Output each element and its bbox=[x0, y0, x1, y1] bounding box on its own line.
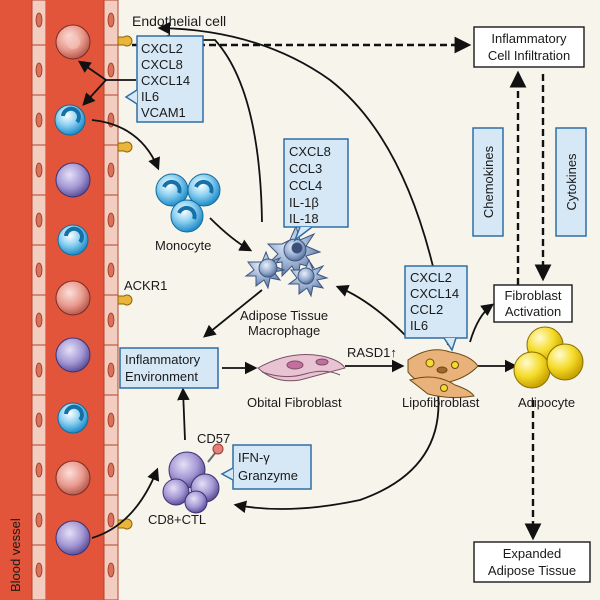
cd57-marker bbox=[207, 443, 224, 463]
arrow-monocyte-extravasation bbox=[91, 119, 160, 171]
monocyte-in-vessel bbox=[54, 104, 86, 136]
fibroblast-activation-line: Fibroblast bbox=[504, 288, 561, 303]
arrow-ctl-to-environment bbox=[177, 387, 190, 441]
label-macrophage-line1: Adipose Tissue bbox=[240, 308, 328, 323]
chemokines-box: Chemokines bbox=[472, 127, 504, 237]
arrow-macrophage-to-environment bbox=[203, 289, 263, 338]
arrow-lipofibroblast-to-ctl bbox=[233, 391, 440, 514]
expanded-adipose-tissue-box: Expanded Adipose Tissue bbox=[473, 541, 591, 583]
lipofibroblast-factor: CXCL2 bbox=[410, 270, 452, 285]
ackr1-receptors bbox=[117, 35, 133, 530]
red-blood-cell bbox=[55, 280, 91, 316]
ctl-factor: Granzyme bbox=[238, 468, 298, 483]
infiltration-line: Inflammatory bbox=[491, 31, 567, 46]
macrophage-cluster bbox=[244, 224, 329, 298]
macrophage-factor: IL-18 bbox=[289, 211, 319, 226]
lipofibroblast-factor: IL6 bbox=[410, 318, 428, 333]
lipofibroblast-factor: CCL2 bbox=[410, 302, 443, 317]
monocyte-cluster bbox=[155, 173, 221, 233]
label-monocyte: Monocyte bbox=[155, 238, 211, 253]
label-cytokines: Cytokines bbox=[564, 153, 579, 211]
arrow-to-fibroblast-activation bbox=[469, 303, 495, 343]
inflammatory-environment-line: Inflammatory bbox=[125, 352, 201, 367]
fibroblast-activation-box: Fibroblast Activation bbox=[493, 284, 573, 323]
label-adipocyte: Adipocyte bbox=[518, 395, 575, 410]
arrow-lipofibroblast-to-endothelium bbox=[157, 21, 449, 346]
adipocyte-cluster bbox=[513, 326, 584, 389]
arrow-endo-branch bbox=[77, 60, 107, 81]
endothelial-factor: CXCL14 bbox=[141, 73, 190, 88]
endothelial-factor: CXCL8 bbox=[141, 57, 183, 72]
cd8-ctl-cluster bbox=[162, 451, 220, 514]
blood-vessel bbox=[0, 0, 119, 600]
lipofibroblast-factors-box: CXCL2 CXCL14 CCL2 IL6 bbox=[404, 265, 468, 352]
endothelial-factor: VCAM1 bbox=[141, 105, 186, 120]
label-cd8-ctl: CD8+CTL bbox=[148, 512, 206, 527]
arrow-lipofibroblast-to-macrophage bbox=[335, 284, 406, 336]
label-ackr1: ACKR1 bbox=[124, 278, 167, 293]
expanded-adipose-line: Expanded bbox=[503, 546, 562, 561]
arrow-endo-branch bbox=[82, 79, 107, 106]
inflammatory-cell-infiltration-box: Inflammatory Cell Infiltration bbox=[473, 26, 585, 68]
macrophage-factor: CCL3 bbox=[289, 161, 322, 176]
label-cd57: CD57 bbox=[197, 431, 230, 446]
label-macrophage-line2: Macrophage bbox=[248, 323, 320, 338]
cytokines-box: Cytokines bbox=[555, 127, 587, 237]
macrophage-factor: IL-1β bbox=[289, 195, 319, 210]
arrow-monocyte-to-macrophage bbox=[209, 217, 253, 252]
inflammatory-environment-box: Inflammatory Environment bbox=[119, 347, 219, 389]
lymphocyte-in-vessel bbox=[55, 162, 91, 198]
arrow-macrophage-to-endothelium bbox=[157, 33, 263, 223]
label-rasd1: RASD1↑ bbox=[347, 345, 397, 360]
monocyte-in-vessel bbox=[57, 402, 89, 434]
macrophage-factors-box: CXCL8 CCL3 CCL4 IL-1β IL-18 bbox=[283, 138, 349, 243]
arrow-lymphocyte-to-ctl bbox=[91, 467, 160, 539]
inflammatory-environment-line: Environment bbox=[125, 369, 198, 384]
macrophage-factor: CCL4 bbox=[289, 178, 322, 193]
lipofibroblast bbox=[407, 349, 479, 399]
expanded-adipose-line: Adipose Tissue bbox=[488, 563, 576, 578]
macrophage-factor: CXCL8 bbox=[289, 144, 331, 159]
red-blood-cell bbox=[55, 460, 91, 496]
label-lipofibroblast: Lipofibroblast bbox=[402, 395, 480, 410]
label-orbital-fibroblast: Obital Fibroblast bbox=[247, 395, 342, 410]
label-blood-vessel: Blood vessel bbox=[8, 518, 23, 592]
infiltration-line: Cell Infiltration bbox=[488, 48, 570, 63]
lymphocyte-in-vessel bbox=[55, 520, 91, 556]
lymphocyte-in-vessel bbox=[55, 337, 91, 373]
endothelial-factors-box: CXCL2 CXCL8 CXCL14 IL6 VCAM1 bbox=[124, 35, 204, 123]
ctl-factors-box: IFN-γ Granzyme bbox=[220, 444, 312, 490]
vessel-cells bbox=[54, 24, 91, 556]
lipofibroblast-factor: CXCL14 bbox=[410, 286, 459, 301]
label-chemokines: Chemokines bbox=[481, 145, 496, 218]
ctl-factor: IFN-γ bbox=[238, 450, 270, 465]
orbital-fibroblast bbox=[257, 354, 346, 382]
endothelial-factor: CXCL2 bbox=[141, 41, 183, 56]
fibroblast-activation-line: Activation bbox=[505, 304, 561, 319]
label-endothelial-cell: Endothelial cell bbox=[132, 13, 226, 29]
endothelial-factor: IL6 bbox=[141, 89, 159, 104]
monocyte-in-vessel bbox=[57, 224, 89, 256]
